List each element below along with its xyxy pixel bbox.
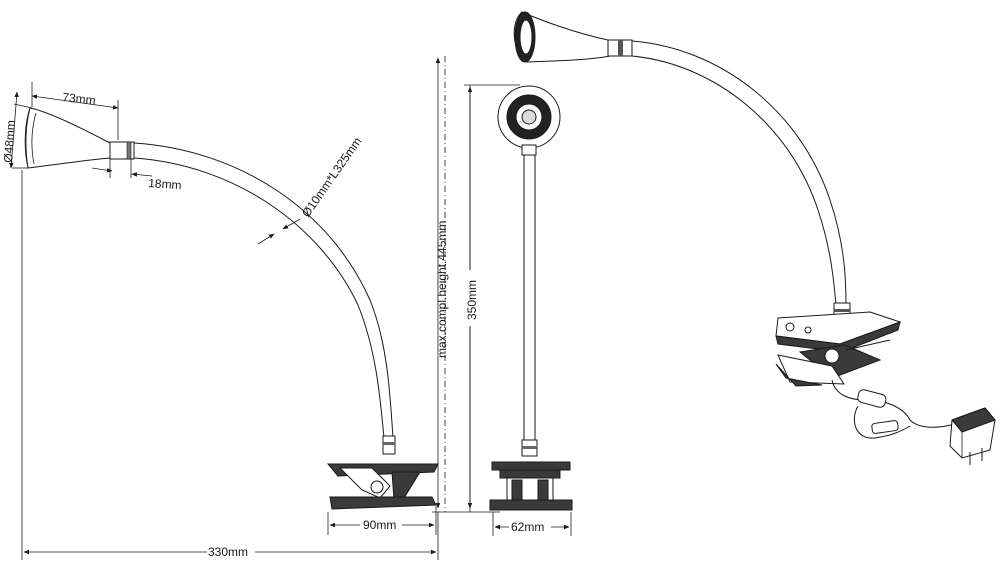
dim-max-height: max.compl.height.445mm xyxy=(435,221,449,358)
max-height-dimension: max.compl.height.445mm xyxy=(432,56,500,513)
power-adapter xyxy=(949,407,996,465)
dim-total-width: 330mm xyxy=(208,545,248,559)
inline-switch xyxy=(857,389,887,408)
clamp-perspective xyxy=(775,311,902,387)
front-view: 350mm 62mm xyxy=(464,84,573,536)
side-view: 73mm Ø48mm 18mm Ø10mm*L325mm 90mm 330mm xyxy=(1,82,439,560)
gooseneck-side xyxy=(133,142,394,439)
dim-clamp-width: 90mm xyxy=(363,518,396,532)
dim-gooseneck: Ø10mm*L325mm xyxy=(299,135,364,220)
clamp-side xyxy=(326,463,439,510)
dim-head-length: 73mm xyxy=(62,90,97,107)
lamp-head-front xyxy=(497,85,561,149)
power-cable xyxy=(831,379,956,428)
dim-head-diameter: Ø48mm xyxy=(1,120,18,164)
lamp-head-side xyxy=(24,107,111,169)
dim-clamp-depth: 62mm xyxy=(511,520,544,534)
clamp-front xyxy=(489,461,573,511)
perspective-view xyxy=(513,11,996,465)
dim-collar-length: 18mm xyxy=(148,176,182,192)
dim-arm-height: 350mm xyxy=(465,280,479,320)
